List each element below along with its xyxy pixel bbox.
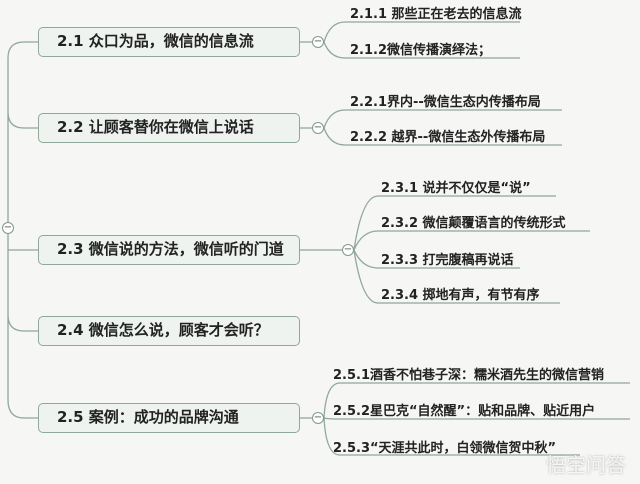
topic-2-4[interactable]: 2.4 微信怎么说，顾客才会听？ bbox=[38, 316, 300, 346]
topic-2-1[interactable]: 2.1 众口为品，微信的信息流 bbox=[38, 27, 300, 57]
subtopic-2-5-1[interactable]: 2.5.1酒香不怕巷子深：糯米酒先生的微信营销 bbox=[333, 368, 605, 383]
watermark: 悟空问答 bbox=[546, 453, 626, 477]
subtopic-2-1-1[interactable]: 2.1.1 那些正在老去的信息流 bbox=[350, 7, 522, 22]
subtopic-2-2-2[interactable]: 2.2.2 越界--微信生态外传播布局 bbox=[350, 130, 546, 145]
subtopic-2-3-3[interactable]: 2.3.3 打完腹稿再说话 bbox=[381, 253, 514, 268]
subtopic-2-3-2[interactable]: 2.3.2 微信颠覆语言的传统形式 bbox=[381, 216, 566, 231]
subtopic-2-5-2[interactable]: 2.5.2星巴克“自然醒”：贴和品牌、贴近用户 bbox=[333, 404, 596, 419]
collapse-toggle-2-5[interactable]: − bbox=[312, 412, 324, 424]
subtopic-2-3-4[interactable]: 2.3.4 掷地有声，有节有序 bbox=[381, 288, 540, 303]
subtopic-2-1-2[interactable]: 2.1.2微信传播演绎法； bbox=[350, 43, 492, 58]
collapse-toggle-2-1[interactable]: − bbox=[312, 36, 324, 48]
root-collapse-toggle[interactable]: − bbox=[2, 222, 14, 234]
topic-2-5[interactable]: 2.5 案例：成功的品牌沟通 bbox=[38, 403, 300, 433]
subtopic-2-5-3[interactable]: 2.5.3“天涯共此时，白领微信贺中秋” bbox=[333, 441, 557, 456]
subtopic-2-3-1[interactable]: 2.3.1 说并不仅仅是“说” bbox=[381, 181, 531, 196]
topic-2-2[interactable]: 2.2 让顾客替你在微信上说话 bbox=[38, 113, 300, 143]
collapse-toggle-2-3[interactable]: − bbox=[342, 244, 354, 256]
subtopic-2-2-1[interactable]: 2.2.1界内--微信生态内传播布局 bbox=[350, 95, 541, 110]
collapse-toggle-2-2[interactable]: − bbox=[312, 122, 324, 134]
topic-2-3[interactable]: 2.3 微信说的方法，微信听的门道 bbox=[38, 235, 300, 265]
